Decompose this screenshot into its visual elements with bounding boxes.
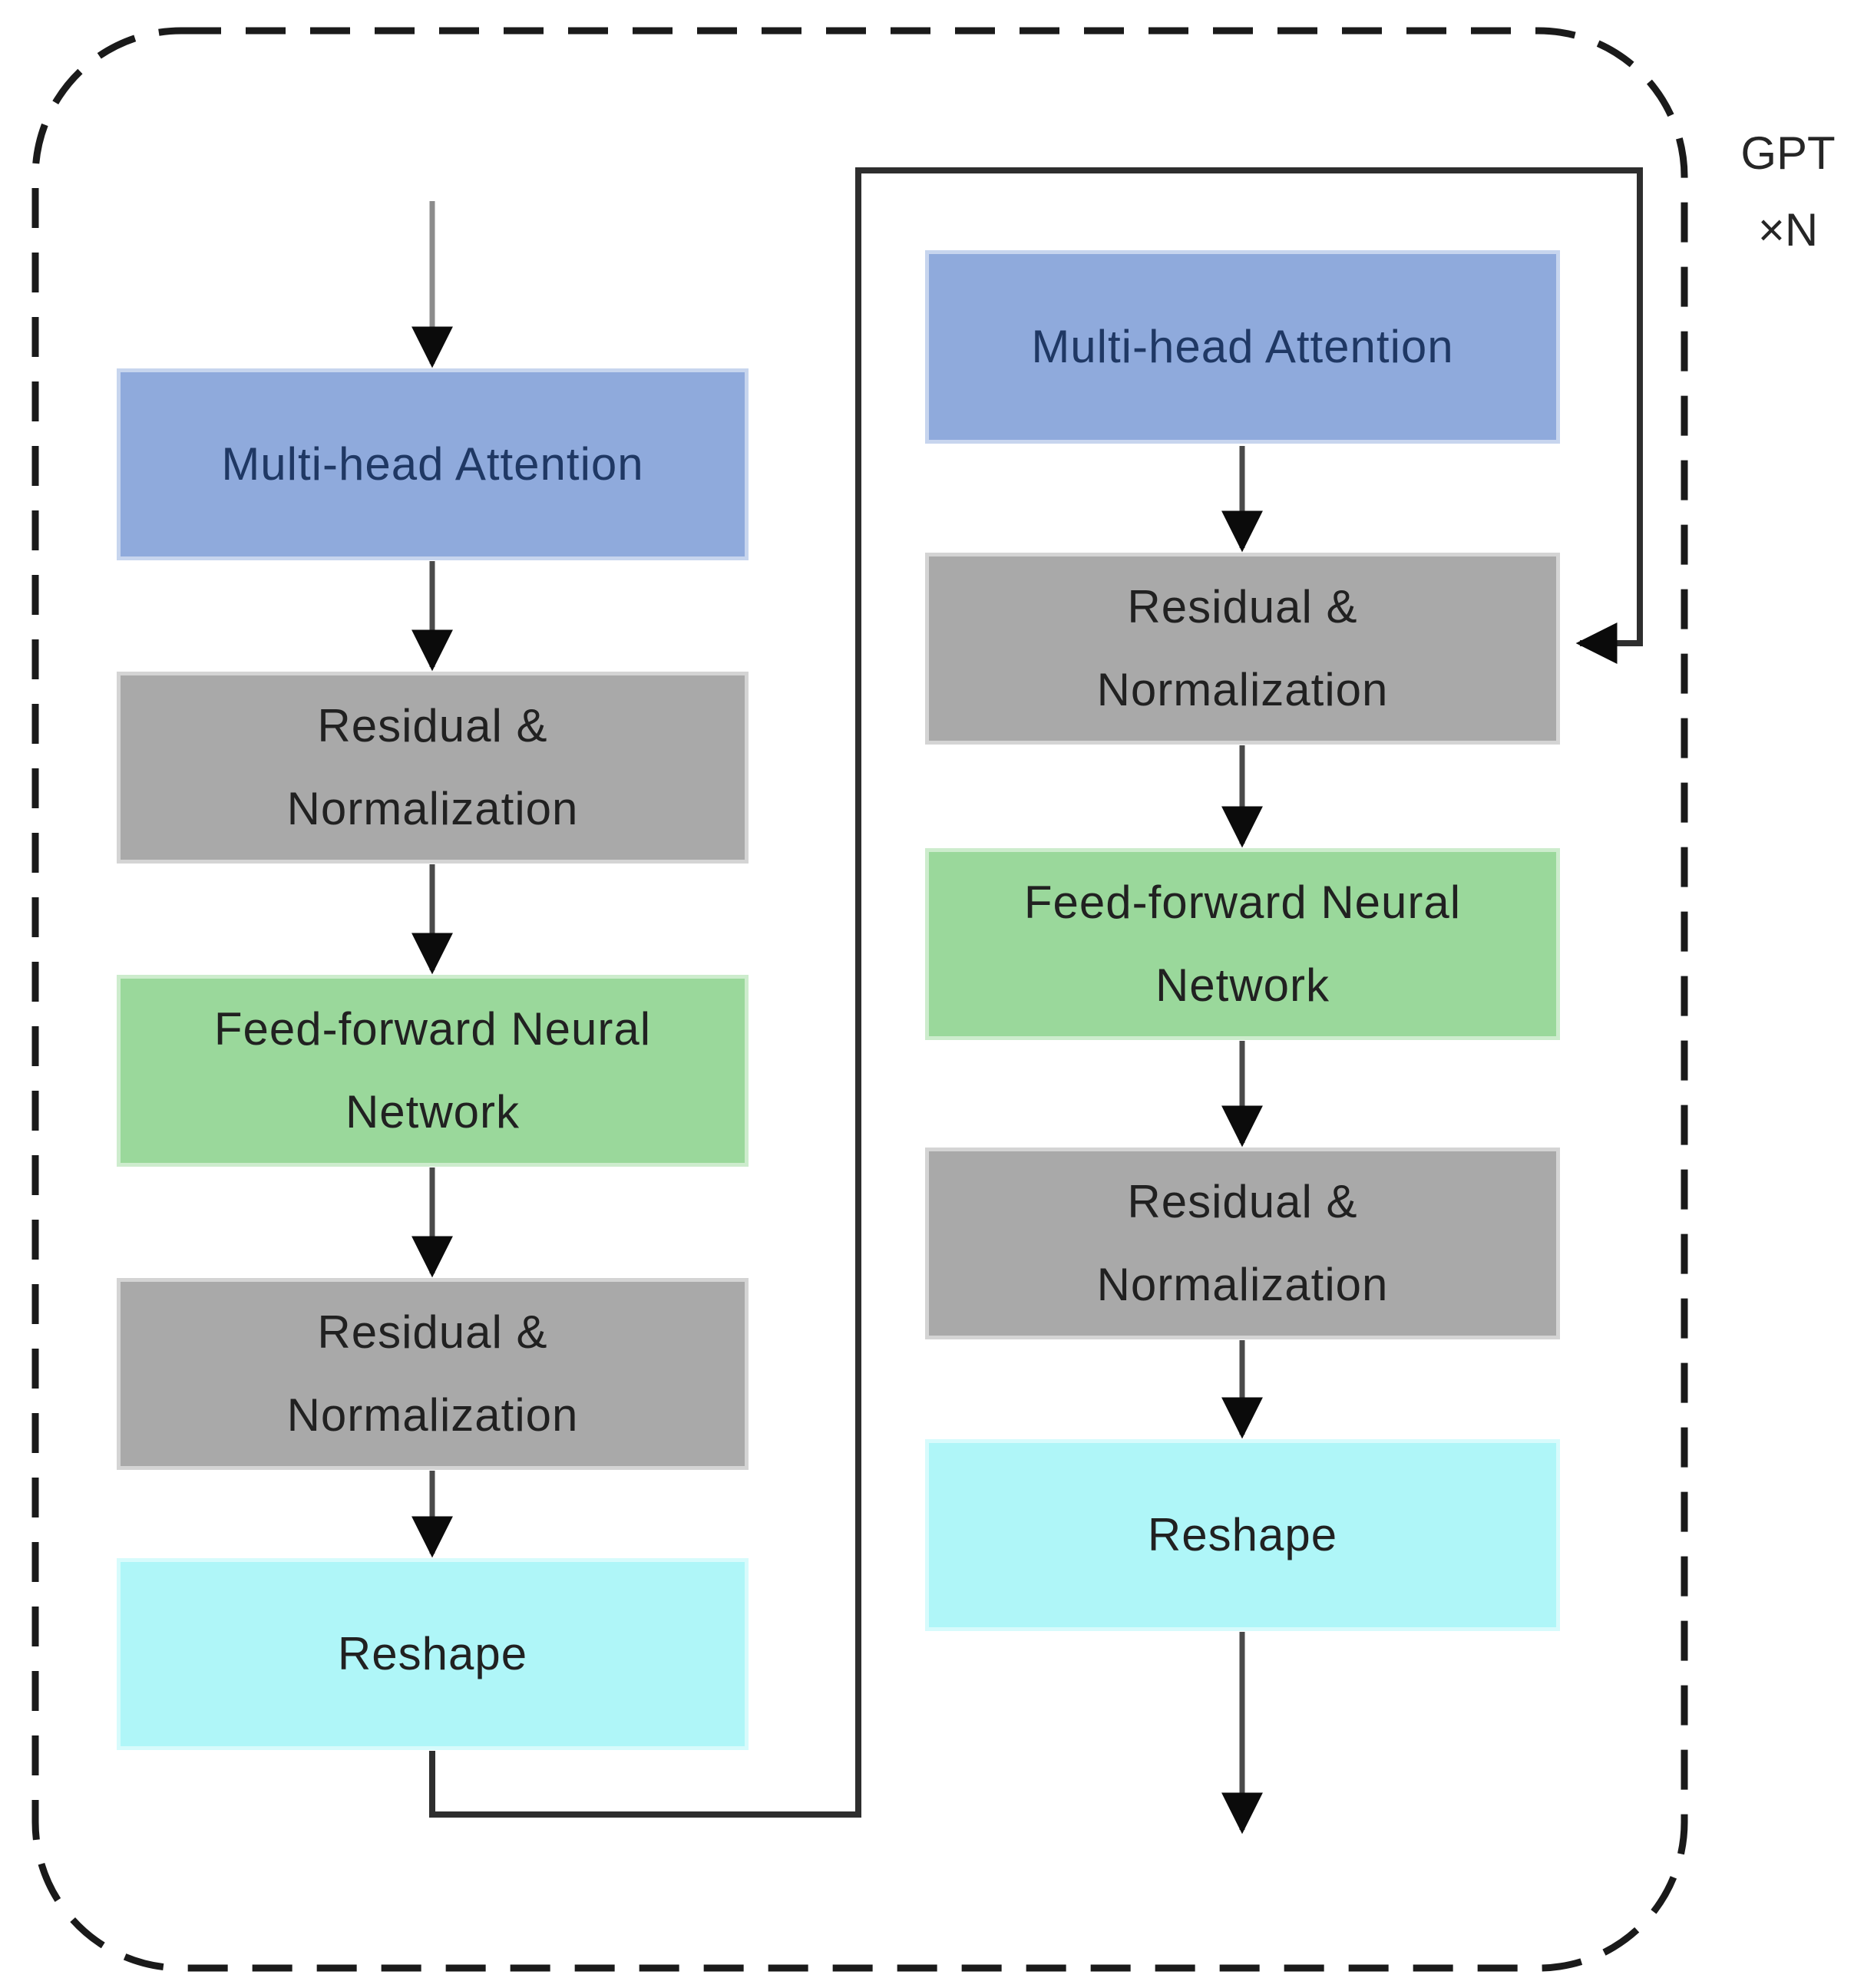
dashed-outer-border (31, 27, 1688, 1972)
gpt-repeat-label: GPT ×N (1712, 115, 1864, 269)
times-n-label-text: ×N (1757, 204, 1819, 256)
block-left-multi-head-attention: Multi-head Attention (117, 368, 749, 560)
block-label: Residual & Normalization (286, 700, 579, 834)
block-label: Reshape (1147, 1509, 1338, 1560)
block-left-reshape: Reshape (117, 1558, 749, 1750)
block-right-reshape: Reshape (925, 1439, 1560, 1631)
block-label: Multi-head Attention (1031, 321, 1454, 372)
block-label: Residual & Normalization (1096, 581, 1389, 715)
block-label: Multi-head Attention (221, 438, 644, 490)
block-left-residual-normalization-1: Residual & Normalization (117, 672, 749, 864)
block-right-residual-normalization-2: Residual & Normalization (925, 1148, 1560, 1339)
block-label: Residual & Normalization (1096, 1176, 1389, 1310)
block-right-residual-normalization-1: Residual & Normalization (925, 553, 1560, 745)
block-label: Residual & Normalization (286, 1306, 579, 1441)
block-label: Feed-forward Neural Network (1023, 877, 1462, 1011)
gpt-label-text: GPT (1740, 127, 1836, 179)
feedback-loop-connector (429, 167, 1643, 1818)
block-right-feed-forward-network: Feed-forward Neural Network (925, 848, 1560, 1040)
block-label: Feed-forward Neural Network (213, 1003, 652, 1138)
block-left-feed-forward-network: Feed-forward Neural Network (117, 975, 749, 1167)
block-right-multi-head-attention: Multi-head Attention (925, 250, 1560, 444)
block-left-residual-normalization-2: Residual & Normalization (117, 1278, 749, 1470)
block-label: Reshape (337, 1628, 528, 1679)
